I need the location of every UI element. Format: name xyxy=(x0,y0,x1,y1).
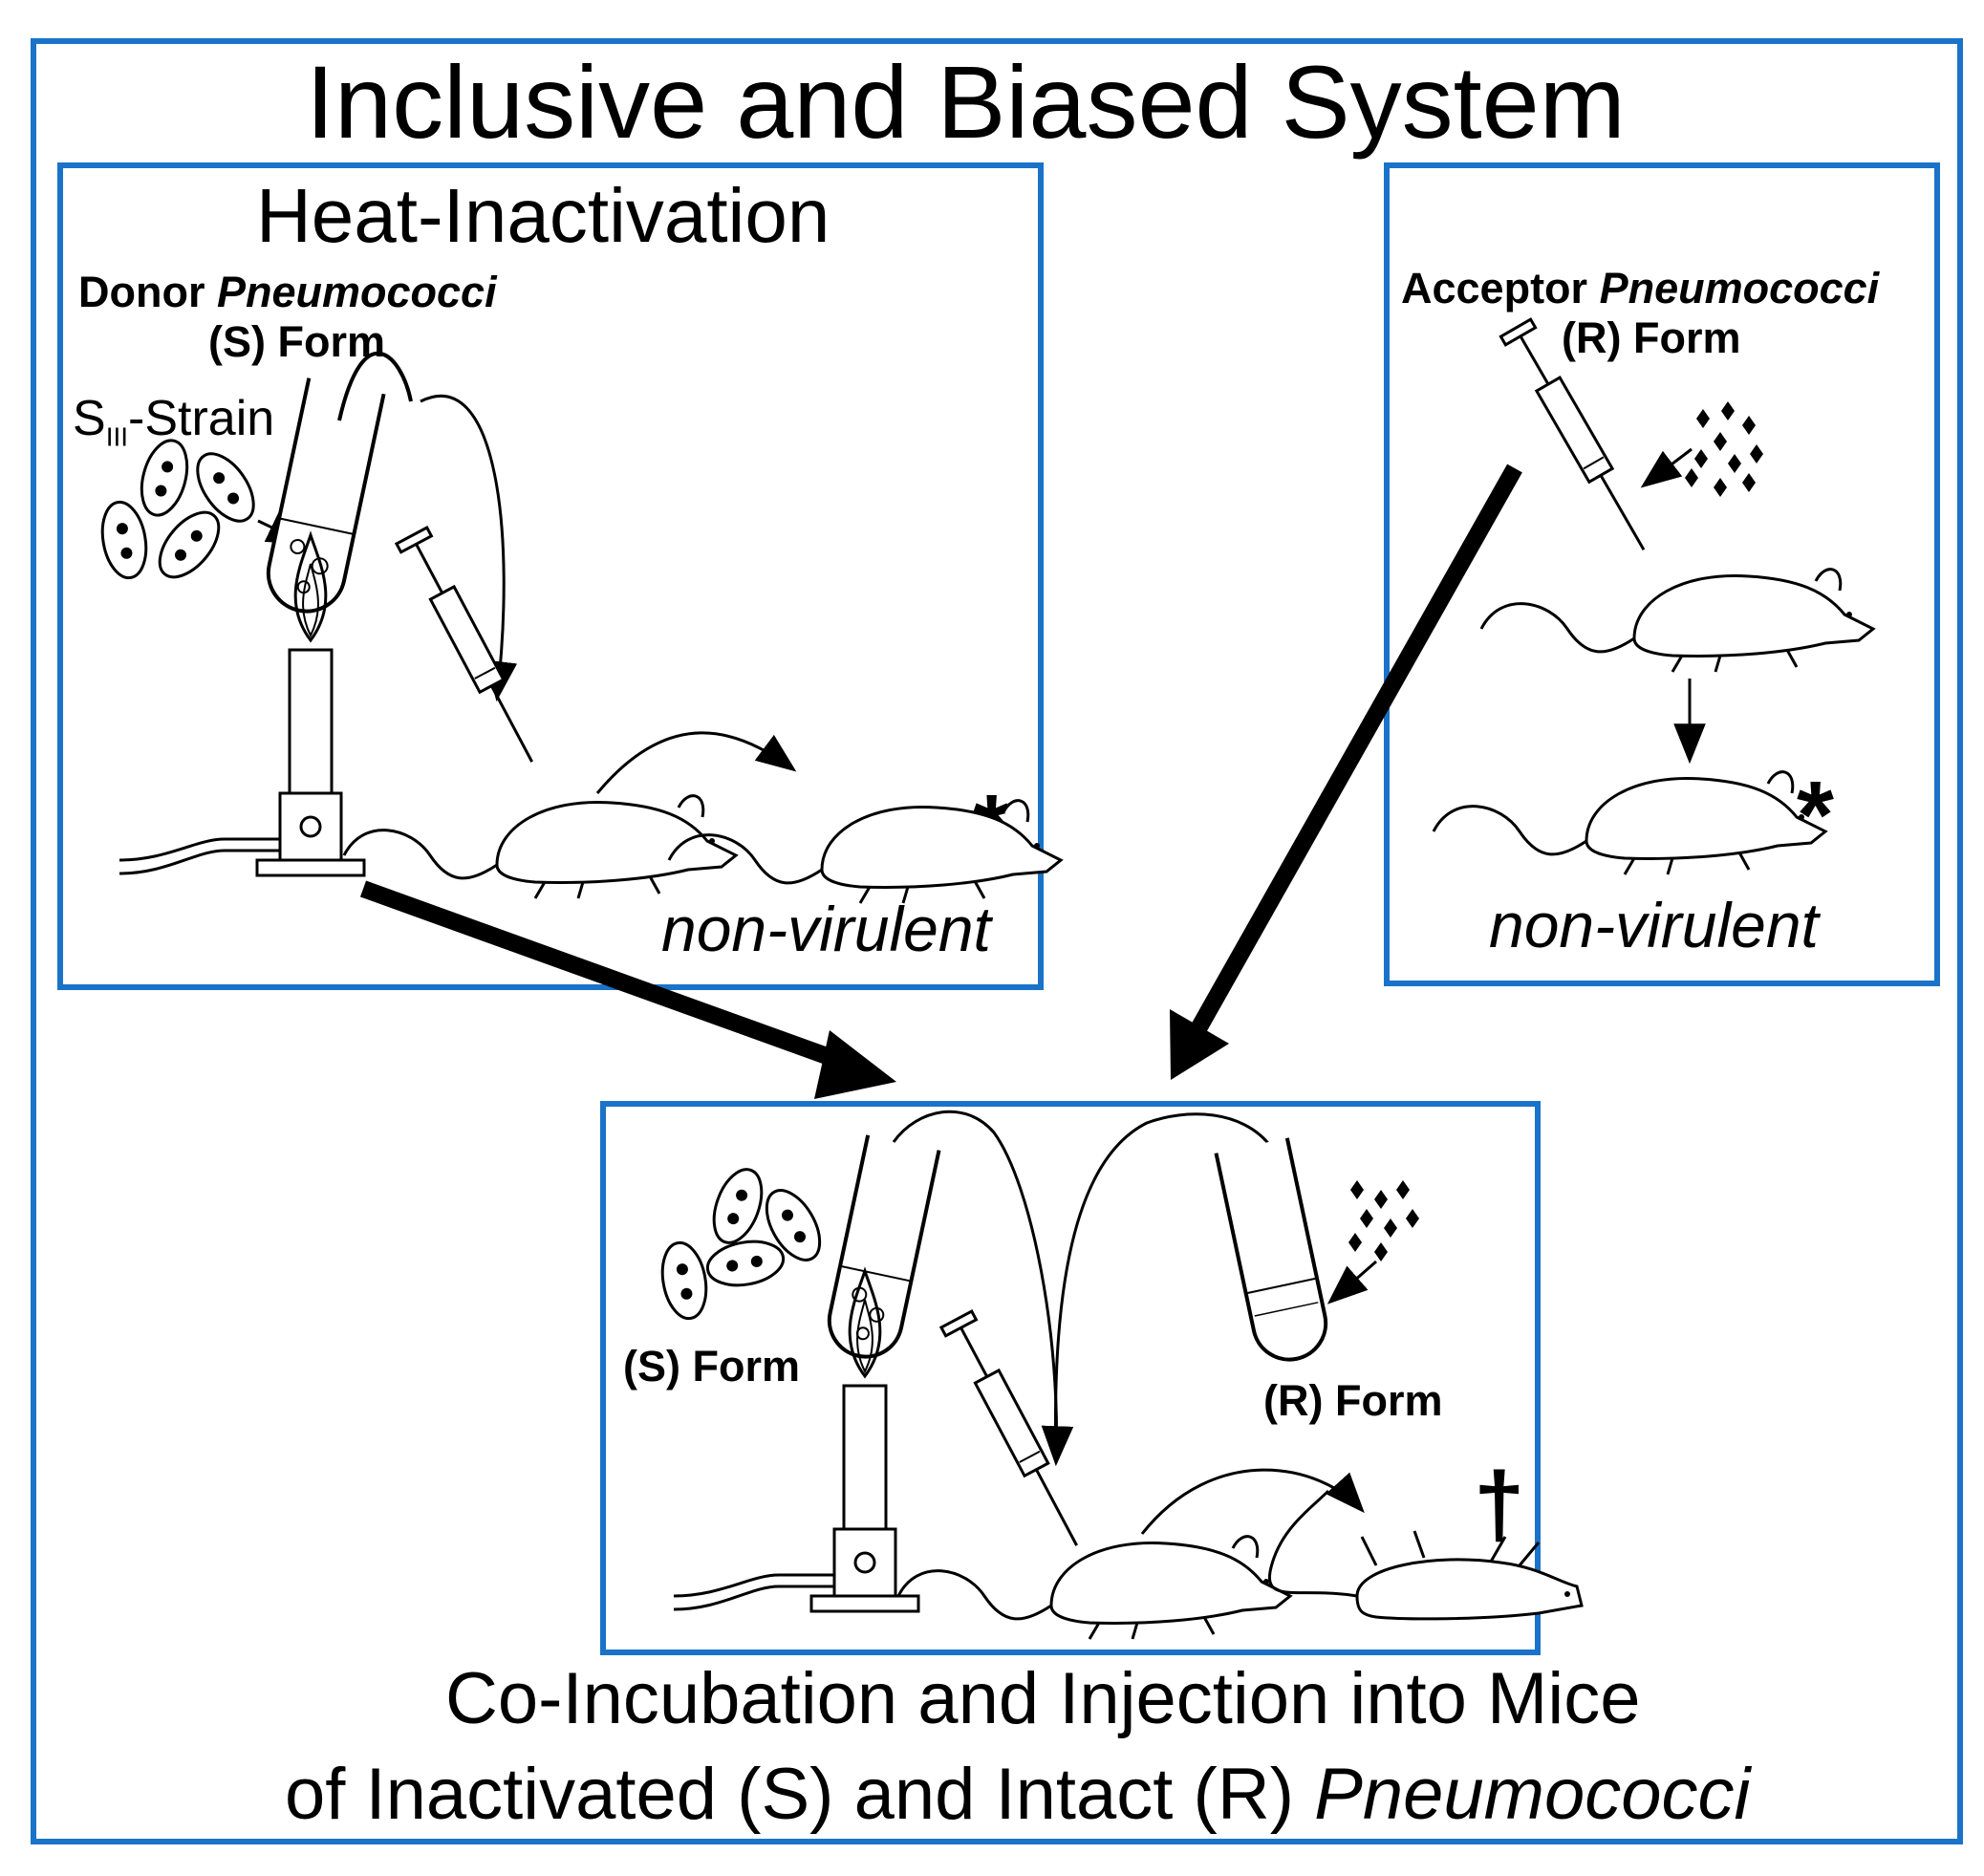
acceptor-panel-mouse-result xyxy=(1432,770,1827,876)
acceptor-panel-cells xyxy=(1685,401,1763,497)
outer-frame xyxy=(31,38,1963,1844)
heat-panel-result: non-virulent xyxy=(661,894,991,964)
coinc-panel-s-cells xyxy=(655,1161,832,1324)
heat-panel-test-tube xyxy=(266,377,386,614)
big-arrow-right xyxy=(1170,464,1522,1080)
strain-label-subscript: III xyxy=(105,421,129,452)
donor-label-line2: (S) Form xyxy=(208,317,385,366)
donor-label-species: Pneumococci xyxy=(216,268,497,316)
caption-line2-species: Pneumococci xyxy=(1314,1754,1751,1835)
acceptor-label-word: Acceptor xyxy=(1401,264,1600,313)
big-arrow-left xyxy=(359,880,896,1099)
caption-line2-text: of Inactivated (S) and Intact (R) xyxy=(285,1754,1315,1835)
strain-label-rest: -Strain xyxy=(128,391,275,446)
dagger-marker: † xyxy=(1474,1454,1525,1556)
coinc-panel-r-tube xyxy=(1214,1137,1328,1362)
caption-line1: Co-Incubation and Injection into Mice xyxy=(445,1658,1641,1739)
coinc-panel-r-cells xyxy=(1348,1180,1419,1261)
co-incubation-panel xyxy=(600,1101,1541,1655)
caption-line2: of Inactivated (S) and Intact (R) Pneumo… xyxy=(285,1753,1750,1836)
acceptor-label-line1: Acceptor Pneumococci xyxy=(1401,264,1879,313)
acceptor-label-species: Pneumococci xyxy=(1599,264,1880,313)
acceptor-panel-result: non-virulent xyxy=(1489,890,1819,960)
acceptor-panel xyxy=(1384,162,1940,986)
heat-inactivation-panel xyxy=(57,162,1044,990)
coinc-panel-s-tube xyxy=(827,1134,941,1359)
strain-label: SIII-Strain xyxy=(73,390,274,452)
main-title: Inclusive and Biased System xyxy=(306,44,1626,160)
heat-panel-title: Heat-Inactivation xyxy=(256,173,830,258)
donor-label-line1: Donor Pneumococci xyxy=(78,268,497,317)
coinc-panel-syringe xyxy=(939,1309,1094,1556)
heat-panel-cells xyxy=(95,434,267,590)
heat-panel-syringe xyxy=(395,526,550,772)
coinc-panel-mouse-dead xyxy=(1268,1489,1584,1621)
acceptor-panel-syringe xyxy=(1499,317,1661,560)
strain-label-s: S xyxy=(73,391,106,446)
coinc-panel-mouse-injected xyxy=(896,1535,1292,1641)
donor-label-word: Donor xyxy=(78,268,217,316)
acceptor-label-line2: (R) Form xyxy=(1562,313,1741,362)
s-form-label: (S) Form xyxy=(623,1342,800,1391)
r-form-label: (R) Form xyxy=(1263,1376,1443,1425)
acceptor-panel-mouse-injected xyxy=(1479,568,1875,674)
